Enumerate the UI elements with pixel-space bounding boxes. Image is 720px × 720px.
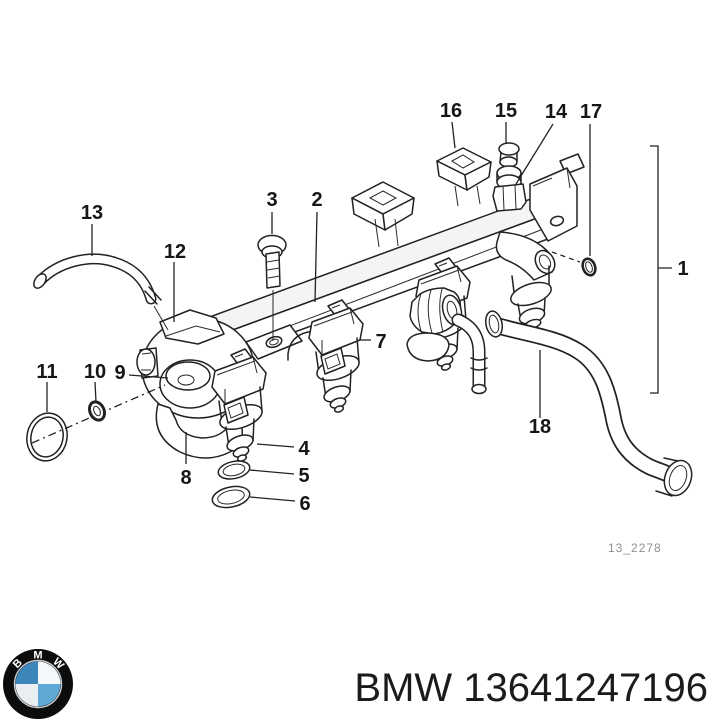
callout-label-15: 15 <box>495 100 517 122</box>
callout-label-3: 3 <box>266 189 277 211</box>
roundel-quadrant-tl <box>15 661 38 684</box>
o-ring-17 <box>551 251 597 277</box>
callout-17: 17 <box>580 101 602 256</box>
callout-5: 5 <box>249 465 310 487</box>
callout-label-13: 13 <box>81 202 103 224</box>
roundel-quadrant-br <box>38 684 61 707</box>
brand-name: BMW <box>354 666 453 710</box>
callout-10: 10 <box>84 361 106 403</box>
callout-label-14: 14 <box>545 101 568 123</box>
o-ring-11 <box>26 412 68 462</box>
callout-label-18: 18 <box>529 416 551 438</box>
hose-connector-rail <box>351 181 415 248</box>
callout-4: 4 <box>256 438 310 460</box>
callout-label-11: 11 <box>36 361 57 383</box>
callout-label-12: 12 <box>164 241 186 263</box>
fuel-rail <box>150 188 559 384</box>
callout-8: 8 <box>180 432 192 489</box>
roundel-quadrant-tr <box>38 661 61 684</box>
callout-label-4: 4 <box>298 438 310 460</box>
hose-18 <box>484 310 693 497</box>
injector-4-elbow <box>495 231 556 330</box>
screw-3 <box>257 234 287 341</box>
callout-label-2: 2 <box>311 189 322 211</box>
callout-label-9: 9 <box>114 362 125 384</box>
callout-label-17: 17 <box>580 101 602 123</box>
callout-16: 16 <box>440 100 462 149</box>
callout-12: 12 <box>164 241 186 322</box>
callout-14: 14 <box>515 101 568 185</box>
callout-15: 15 <box>495 100 517 144</box>
test-valve-15 <box>492 142 527 212</box>
callout-7: 7 <box>359 331 387 353</box>
roundel-rim <box>13 659 63 709</box>
callout-11: 11 <box>36 361 58 412</box>
bmw-logo: B M W <box>3 649 73 719</box>
part-number: 13641247196 <box>463 666 708 710</box>
callout-13: 13 <box>81 202 103 256</box>
callout-label-8: 8 <box>180 467 191 489</box>
return-pipe <box>406 313 488 395</box>
callout-3: 3 <box>266 189 278 234</box>
pressure-regulator-9 <box>159 359 221 409</box>
diagram-code: 13_2278 <box>608 541 662 555</box>
callout-label-16: 16 <box>440 100 462 122</box>
callout-label-10: 10 <box>84 361 106 383</box>
rail-bracket-14 <box>529 153 585 242</box>
roundel-letter-m: M <box>33 650 42 662</box>
callout-6: 6 <box>249 493 311 515</box>
callout-1: 1 <box>650 145 689 394</box>
callout-18: 18 <box>529 350 551 438</box>
o-ring-6 <box>211 485 251 509</box>
roundel-quadrant-bl <box>15 684 38 707</box>
callout-label-5: 5 <box>298 465 309 487</box>
callout-label-7: 7 <box>375 331 386 353</box>
callout-2: 2 <box>311 189 323 303</box>
hose-13 <box>33 253 169 331</box>
o-ring-10 <box>87 400 107 422</box>
o-ring-5 <box>217 460 251 480</box>
callout-label-1: 1 <box>677 258 688 280</box>
hose-connector-16 <box>436 147 492 207</box>
callout-9: 9 <box>114 362 169 384</box>
callout-label-6: 6 <box>299 493 310 515</box>
callouts: 1 2 3 4 5 6 7 <box>36 100 688 515</box>
product-caption: BMW 13641247196 <box>354 666 708 710</box>
